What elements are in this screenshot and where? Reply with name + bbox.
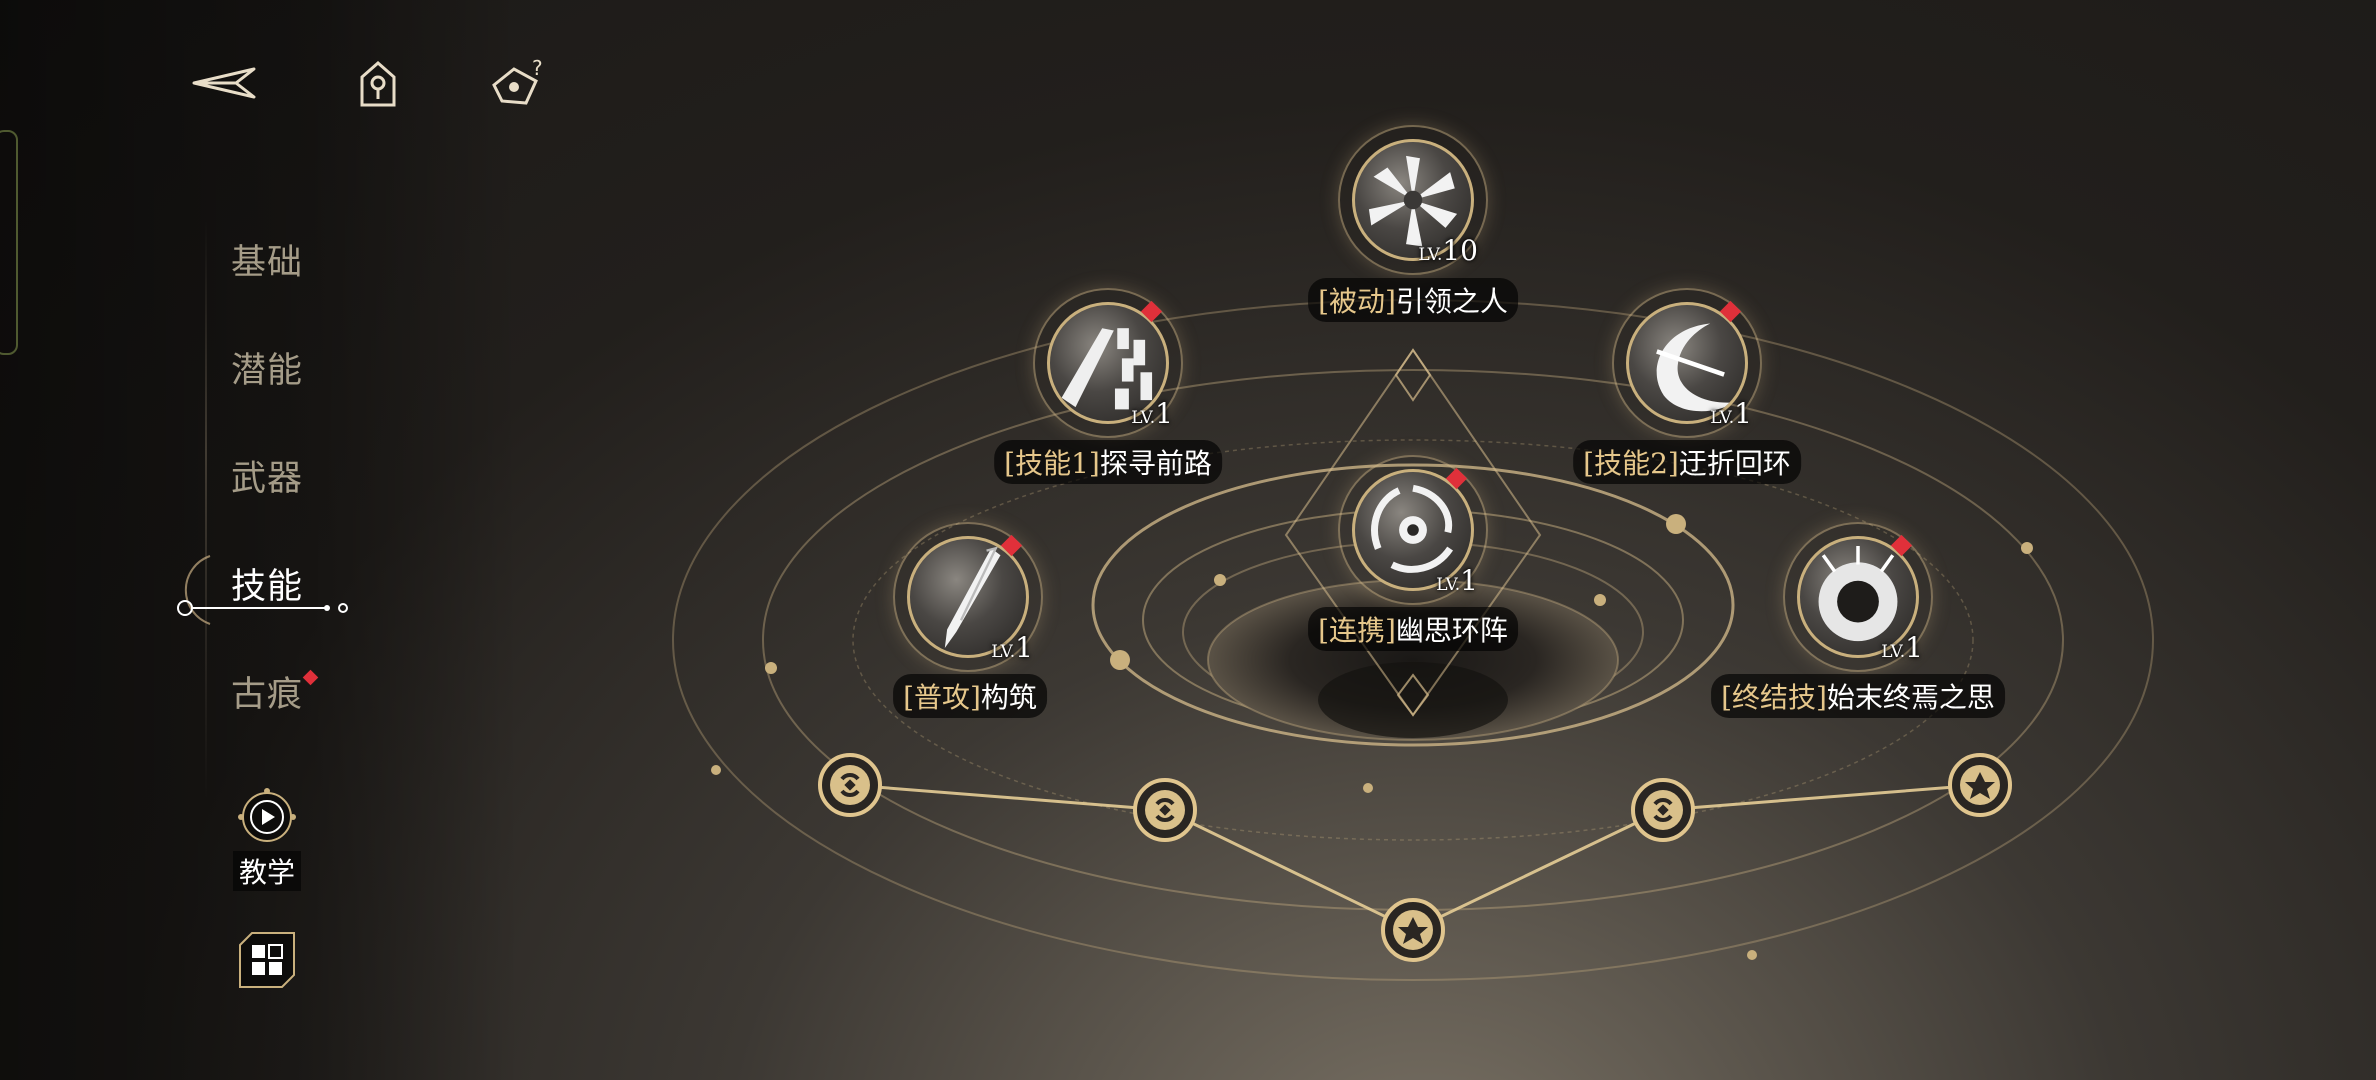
home-icon[interactable] — [342, 55, 414, 111]
skill-2[interactable]: LV.1 — [1612, 288, 1762, 438]
svg-text:?: ? — [532, 56, 543, 80]
skill-combo[interactable]: LV.1 — [1338, 455, 1488, 605]
talent-node[interactable] — [815, 750, 885, 820]
nav-item-skill[interactable]: 技能 — [231, 567, 304, 607]
grid-menu-button[interactable] — [232, 925, 302, 995]
skill-level: LV.1 — [1131, 397, 1173, 430]
path-icon — [1047, 302, 1169, 424]
tutorial-button[interactable]: 教学 — [225, 785, 309, 891]
talent-swap-icon — [1631, 778, 1695, 842]
skill-name-passive: [被动]引领之人 — [1308, 278, 1518, 322]
talent-node[interactable] — [1130, 775, 1200, 845]
talent-node[interactable] — [1945, 750, 2015, 820]
talent-swap-icon — [1133, 778, 1197, 842]
skill-ring — [1338, 125, 1488, 275]
edge-tab[interactable] — [0, 130, 18, 355]
grid-icon — [239, 932, 295, 988]
active-indicator-icon — [177, 555, 348, 625]
skill-name-combo: [连携]幽思环阵 — [1308, 607, 1518, 651]
burst-icon — [1797, 536, 1919, 658]
left-vignette — [0, 0, 520, 1080]
skill-ring — [1612, 288, 1762, 438]
skill-level: LV.10 — [1418, 234, 1478, 267]
tutorial-label: 教学 — [232, 851, 301, 891]
talent-swap-icon — [818, 753, 882, 817]
nav-item-relic[interactable]: 古痕 — [231, 675, 304, 715]
nav-item-potential[interactable]: 潜能 — [231, 351, 304, 391]
talent-flower-icon — [1381, 898, 1445, 962]
skill-name-1: [技能1]探寻前路 — [994, 440, 1222, 484]
shatter-icon — [1352, 139, 1474, 261]
help-icon[interactable]: ? — [480, 55, 552, 111]
skill-ring — [1783, 522, 1933, 672]
skill-name-basic-attack: [普攻]构筑 — [893, 674, 1047, 718]
skill-name-2: [技能2]迂折回环 — [1573, 440, 1801, 484]
skill-ring — [893, 522, 1043, 672]
crescent-icon — [1626, 302, 1748, 424]
skill-level: LV.1 — [1881, 631, 1923, 664]
play-icon — [238, 788, 296, 842]
skill-name-ultimate: [终结技]始末终焉之思 — [1711, 674, 2005, 718]
skill-level: LV.1 — [1436, 564, 1478, 597]
skill-passive[interactable]: LV.10 — [1338, 125, 1488, 275]
skill-level: LV.1 — [1710, 397, 1752, 430]
quill-icon — [907, 536, 1029, 658]
vortex-icon — [1352, 469, 1474, 591]
back-icon[interactable] — [188, 55, 260, 111]
nav-item-weapon[interactable]: 武器 — [231, 459, 304, 499]
talent-flower-icon — [1948, 753, 2012, 817]
skill-ultimate[interactable]: LV.1 — [1783, 522, 1933, 672]
skill-ring — [1338, 455, 1488, 605]
nav-divider — [205, 220, 207, 800]
skill-level: LV.1 — [991, 631, 1033, 664]
talent-node[interactable] — [1378, 895, 1448, 965]
skill-1[interactable]: LV.1 — [1033, 288, 1183, 438]
skill-basic-attack[interactable]: LV.1 — [893, 522, 1043, 672]
nav-item-basic[interactable]: 基础 — [231, 243, 304, 283]
skill-ring — [1033, 288, 1183, 438]
talent-node[interactable] — [1628, 775, 1698, 845]
